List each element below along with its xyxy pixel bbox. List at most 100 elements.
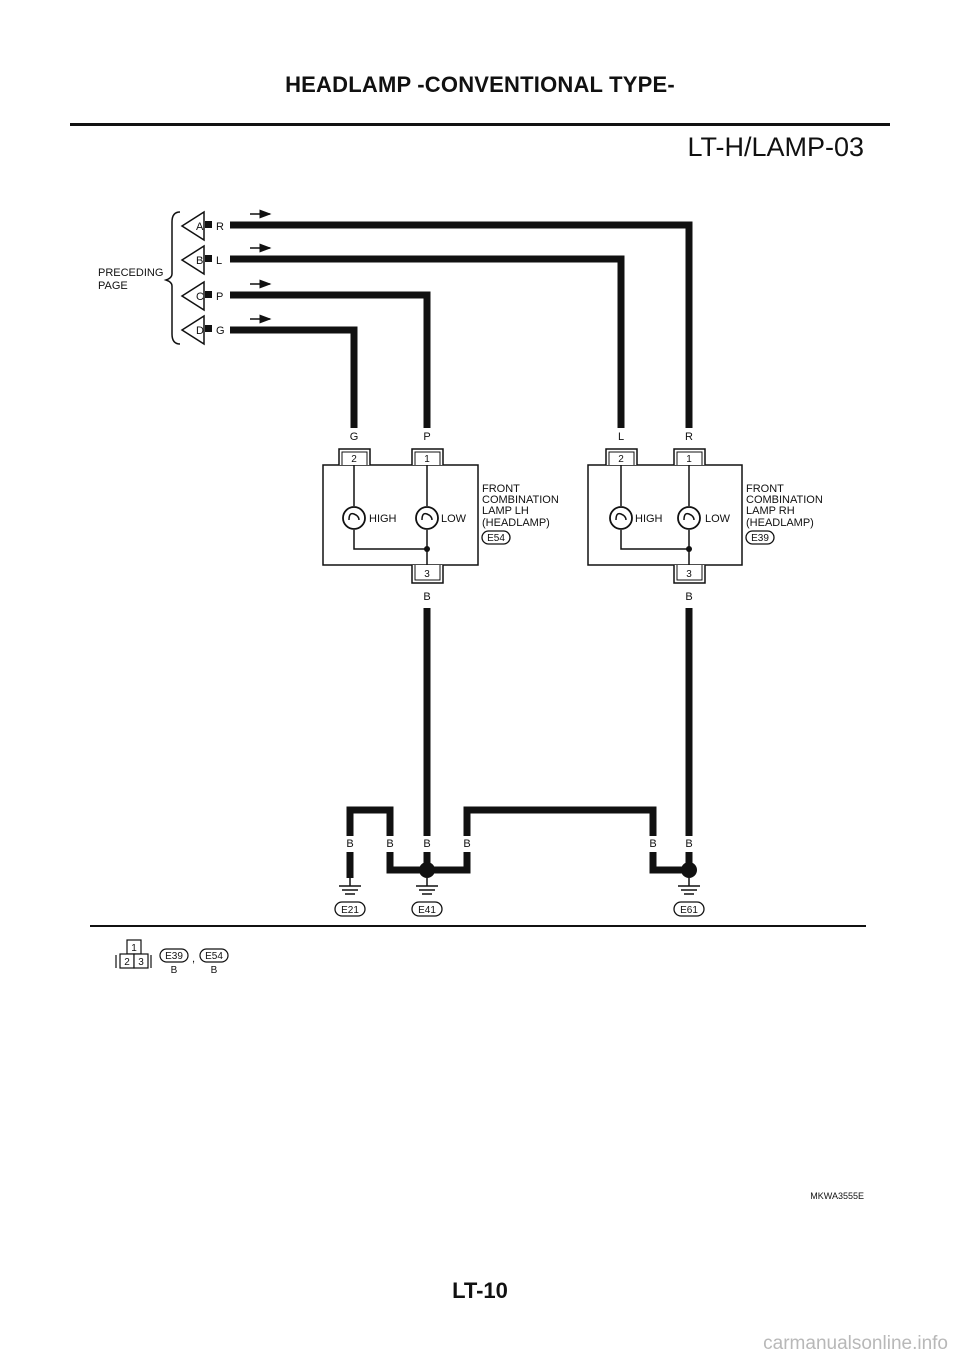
ground-e41-icon	[416, 878, 438, 895]
lamp-lh-name-line3: LAMP LH	[482, 505, 529, 517]
pin-d-terminal	[205, 325, 212, 332]
wire-g	[230, 326, 358, 428]
lamp-lh-pin3-tab	[411, 565, 444, 584]
lamp-lh-pin2-tab	[338, 448, 371, 465]
lamp-rh-pin1-tab	[673, 448, 706, 465]
legend-cell-2: 2	[124, 957, 130, 968]
lamp-rh-name-line4: (HEADLAMP)	[746, 517, 814, 529]
lamp-rh-high-bulb-icon	[609, 506, 633, 530]
lamp-rh-assembly: L R 2 1 3 HIGH LOW FRONT COMBINATION LAM…	[587, 431, 823, 603]
figure-reference-code: MKWA3555E	[810, 1191, 864, 1201]
pin-d-letter: D	[196, 325, 204, 337]
connector-legend: 1 2 3 E39 , E54 B B	[115, 939, 229, 976]
lamp-rh-name-line3: LAMP RH	[746, 505, 795, 517]
ground-e61-badge	[673, 901, 705, 917]
lamp-lh-connector-code: E54	[487, 533, 505, 544]
lamp-rh-pin2-tab	[605, 448, 638, 465]
lamp-lh-pin1-tab	[411, 448, 444, 465]
preceding-caption-line1: PRECEDING	[98, 267, 163, 279]
pin-a-letter: A	[196, 221, 204, 233]
ground-e41-code: E41	[418, 905, 436, 916]
legend-cell-3: 3	[138, 957, 144, 968]
legend-connector-2: E54	[205, 951, 223, 962]
pin-d-marker	[180, 314, 205, 346]
lamp-lh-name-line1: FRONT	[482, 483, 520, 495]
lamp-rh-low-bulb-icon	[677, 506, 701, 530]
ground-wire-label-2: B	[386, 838, 393, 850]
ground-wires	[346, 608, 693, 878]
legend-separator: ,	[192, 953, 195, 965]
lamp-rh-name-line1: FRONT	[746, 483, 784, 495]
lamp-rh-pin1-number: 1	[686, 454, 692, 465]
section-divider	[90, 925, 866, 927]
ground-e21-code: E21	[341, 905, 359, 916]
lamp-lh-pin1-number: 1	[424, 454, 430, 465]
wire-e21-loop	[346, 806, 394, 836]
lamp-lh-high-bulb-icon	[342, 506, 366, 530]
ground-wire-label-1: B	[346, 838, 353, 850]
pin-a-terminal	[205, 221, 212, 228]
ground-e21-icon	[339, 878, 361, 895]
lamp-lh-name-line4: (HEADLAMP)	[482, 517, 550, 529]
lamp-lh-ground-wire-label: B	[423, 591, 430, 603]
lamp-rh-pin2-number: 2	[618, 454, 624, 465]
lamp-lh-high-label: HIGH	[369, 513, 397, 525]
ground-e61-code: E61	[680, 905, 698, 916]
pin-b-letter: B	[196, 255, 203, 267]
lamp-rh-connector-code: E39	[751, 533, 769, 544]
title-rule	[70, 123, 890, 126]
legend-connector-1: E39	[165, 951, 183, 962]
diagram-code: LT-H/LAMP-03	[687, 132, 864, 162]
ground-wire-label-4: B	[463, 838, 470, 850]
junction-e41	[419, 862, 435, 878]
connector-brace	[163, 211, 181, 345]
lamp-lh-connector-badge	[481, 530, 511, 545]
page-number: LT-10	[452, 1278, 508, 1303]
lamp-lh-low-bulb-icon	[415, 506, 439, 530]
lamp-rh-wire-low-label: R	[685, 431, 693, 443]
pin-b-marker	[180, 244, 205, 276]
lamp-lh-assembly: G P 2 1 3 HIGH LOW FRONT COMBINATION LAM…	[322, 431, 559, 603]
page-title: HEADLAMP -CONVENTIONAL TYPE-	[285, 72, 675, 97]
lamp-lh-wire-low-label: P	[423, 431, 430, 443]
ground-e41-badge	[411, 901, 443, 917]
harness-wires	[230, 221, 693, 428]
lamp-lh-pin3-number: 3	[424, 569, 430, 580]
ground-wire-label-5: B	[649, 838, 656, 850]
pin-a-wire-color: R	[216, 221, 224, 233]
lamp-lh-pin2-number: 2	[351, 454, 357, 465]
lamp-rh-wire-high-label: L	[618, 431, 624, 443]
lamp-lh-low-label: LOW	[441, 513, 467, 525]
ground-wire-label-3: B	[423, 838, 430, 850]
ground-e61-icon	[678, 878, 700, 895]
lamp-lh-name-line2: COMBINATION	[482, 494, 559, 506]
ground-wire-label-6: B	[685, 838, 692, 850]
pin-c-wire-color: P	[216, 291, 223, 303]
wire-l	[230, 255, 625, 428]
legend-connector-1-color: B	[171, 965, 178, 976]
lamp-rh-name-line2: COMBINATION	[746, 494, 823, 506]
lamp-rh-pin3-number: 3	[686, 569, 692, 580]
wire-r	[230, 221, 693, 428]
pin-c-letter: C	[196, 291, 204, 303]
wire-p	[230, 291, 431, 428]
preceding-page-connectors: PRECEDING PAGE A R B L C P D G	[98, 209, 272, 346]
lamp-rh-low-label: LOW	[705, 513, 731, 525]
lamp-rh-high-label: HIGH	[635, 513, 663, 525]
pin-d-wire-color: G	[216, 325, 225, 337]
junction-e61	[681, 862, 697, 878]
ground-e21-badge	[334, 901, 366, 917]
legend-connector-2-color: B	[211, 965, 218, 976]
wire-e41-e61-link	[463, 806, 657, 836]
lamp-lh-wire-high-label: G	[350, 431, 359, 443]
legend-cell-1: 1	[131, 943, 137, 954]
pin-b-terminal	[205, 255, 212, 262]
pin-c-marker	[180, 280, 205, 312]
watermark: carmanualsonline.info	[763, 1333, 948, 1354]
pin-b-wire-color: L	[216, 255, 222, 267]
lamp-rh-ground-wire-label: B	[685, 591, 692, 603]
pin-a-marker	[180, 210, 205, 242]
preceding-caption-line2: PAGE	[98, 280, 128, 292]
lamp-rh-pin3-tab	[673, 565, 706, 584]
